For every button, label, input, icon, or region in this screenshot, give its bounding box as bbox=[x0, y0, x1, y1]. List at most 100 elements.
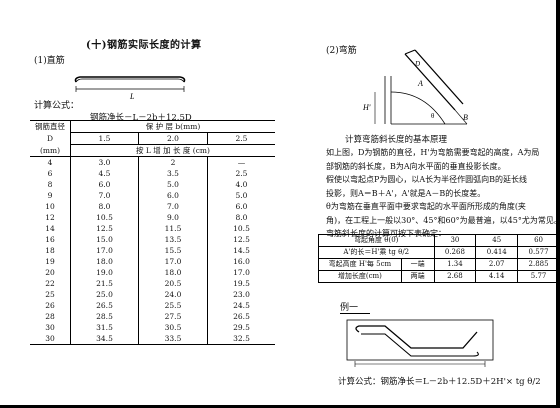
example-underline bbox=[340, 313, 370, 314]
bar-length-label: L bbox=[129, 92, 135, 101]
th-increase: 按 L 增 加 长 度 (cm) bbox=[70, 144, 275, 157]
table-cell: 20 bbox=[45, 268, 55, 277]
table-cell: 26.5 bbox=[70, 300, 139, 311]
th-cover-group: 保 护 层 b(mm) bbox=[70, 120, 275, 133]
table-cell: 21.5 bbox=[70, 278, 139, 289]
table-cell: 26.5 bbox=[207, 311, 275, 322]
para-line: 假使以弯起点P为圆心，以A长为半径作圆弧向B的延长线 bbox=[326, 175, 528, 184]
table-cell: 24.5 bbox=[207, 300, 275, 311]
svg-text:A: A bbox=[417, 79, 423, 88]
table-cell: 25 bbox=[45, 290, 55, 299]
para-line: 投影，则A＝B＋A'，A'就是A－B的长度差。 bbox=[326, 188, 486, 198]
table-cell: 5.0 bbox=[138, 179, 208, 190]
table-cell: 18.0 bbox=[138, 267, 208, 278]
table-cell: 12 bbox=[45, 213, 55, 222]
formula-label: 计算公式： bbox=[34, 101, 80, 111]
principle-heading: 计算弯筋斜长度的基本原理 bbox=[345, 135, 448, 145]
table-cell: 16.0 bbox=[207, 256, 275, 267]
t2-cell: 0.414 bbox=[475, 246, 519, 259]
t2-cell: 2.07 bbox=[475, 258, 519, 271]
t2-cell: 30 bbox=[433, 234, 477, 247]
t2-cell: 5.77 bbox=[517, 270, 560, 283]
table-cell: 6 bbox=[47, 169, 53, 178]
t2-cell: 0.268 bbox=[433, 246, 477, 259]
t2-cell: 2.68 bbox=[433, 270, 477, 283]
table-cell: 28.5 bbox=[70, 311, 139, 322]
para-line: θ为弯筋在垂直平面中要求弯起的水平面所形成的角度(夹 bbox=[326, 202, 526, 211]
table-cell: 25.0 bbox=[70, 289, 139, 300]
table-cell: 24.0 bbox=[138, 289, 208, 300]
t2-height-head: 弯起高度 H'每 5cm bbox=[318, 258, 402, 271]
bent-bar-table: 弯起角度 θ(0) 30 45 60 A'的长＝H'乘 tg θ/2 0.268… bbox=[318, 234, 560, 283]
table-cell: 17.0 bbox=[138, 256, 208, 267]
table-cell: 6.0 bbox=[138, 190, 208, 201]
section-straight-bar: (1)直筋 bbox=[34, 56, 65, 66]
table-cell: 14 bbox=[45, 224, 55, 233]
t2-cell: 1.34 bbox=[433, 258, 477, 271]
page-edge-right bbox=[556, 0, 560, 408]
table-cell: 4.5 bbox=[70, 168, 139, 179]
th-diameter-unit: (mm) bbox=[30, 144, 71, 157]
table-cell: — bbox=[207, 156, 275, 168]
table-cell: 7.0 bbox=[138, 201, 208, 212]
table-cell: 19.0 bbox=[70, 267, 139, 278]
table-cell: 6.0 bbox=[70, 179, 139, 190]
table-cell: 19 bbox=[45, 257, 55, 266]
straight-formula: 钢筋净长－L－2b＋12.5D bbox=[90, 113, 192, 123]
t2-cell: 4.14 bbox=[475, 270, 519, 283]
table-cell: 12.5 bbox=[70, 223, 139, 234]
table-cell: 33.5 bbox=[138, 333, 208, 345]
table-cell: 10.5 bbox=[70, 212, 139, 223]
svg-text:D: D bbox=[414, 60, 420, 68]
table-cell: 7.0 bbox=[70, 190, 139, 201]
t2-cell: 0.577 bbox=[517, 246, 560, 259]
svg-text:B: B bbox=[463, 113, 468, 122]
table-cell: 9 bbox=[47, 191, 53, 200]
t2-one-end: 一端 bbox=[400, 258, 435, 271]
table-cell: 30 bbox=[30, 333, 71, 345]
t2-angle-head: 弯起角度 θ(0) bbox=[318, 234, 435, 247]
table-cell: 8.0 bbox=[70, 201, 139, 212]
t2-increase-head: 增加长度(cm) bbox=[318, 270, 402, 283]
table-cell: 28 bbox=[45, 312, 55, 321]
table-cell: 3.5 bbox=[138, 168, 208, 179]
table-cell: 10 bbox=[45, 202, 55, 211]
page-title: (十)钢筋实际长度的计算 bbox=[86, 40, 202, 51]
straight-bar-table: 钢筋直径 保 护 层 b(mm) D 1.5 2.0 2.5 (mm) 按 L … bbox=[30, 120, 275, 345]
table-cell: 8 bbox=[47, 180, 53, 189]
th-diameter: 钢筋直径 bbox=[30, 120, 71, 133]
bent-formula-label: 计算公式： bbox=[338, 377, 381, 387]
table-cell: 4 bbox=[47, 158, 53, 167]
example-heading: 例一 bbox=[340, 303, 359, 313]
para-line: 角)，在工程上一般以30°、45°和60°为最普遍，以45°尤为常见。 bbox=[326, 215, 560, 225]
page-edge-bottom bbox=[0, 405, 560, 408]
table-cell: 9.0 bbox=[138, 212, 208, 223]
th-cover-3: 2.5 bbox=[207, 132, 275, 145]
table-cell: 14.5 bbox=[207, 245, 275, 256]
example-bent-bar-figure bbox=[346, 319, 494, 367]
table-cell: 5.0 bbox=[207, 190, 275, 201]
t2-both-ends: 两端 bbox=[400, 270, 435, 283]
t2-cell: 45 bbox=[475, 234, 519, 247]
table-cell: 17.0 bbox=[70, 245, 139, 256]
bent-formula: 计算公式：钢筋净长＝L－2b＋12.5D＋2H'× tg θ/2 bbox=[338, 375, 541, 387]
table-cell: 27.5 bbox=[138, 311, 208, 322]
table-cell: 29.5 bbox=[207, 322, 275, 333]
svg-text:H': H' bbox=[362, 103, 371, 112]
table-cell: 18 bbox=[45, 246, 55, 255]
t2-cell: 60 bbox=[517, 234, 560, 247]
table-cell: 17.0 bbox=[207, 267, 275, 278]
